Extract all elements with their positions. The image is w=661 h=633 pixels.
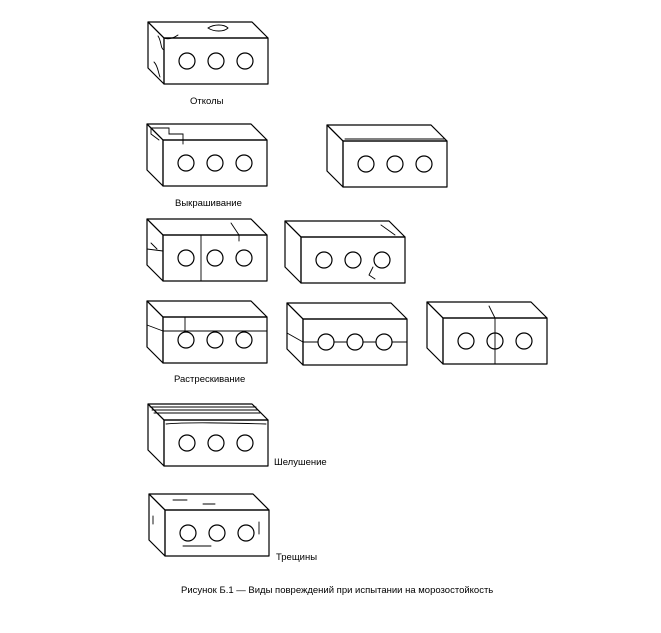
label-crumbling: Выкрашивание <box>175 198 242 209</box>
chip-mark <box>207 24 229 32</box>
label-cracking: Растрескивание <box>174 374 245 385</box>
brick-peeling <box>147 403 269 467</box>
crumble-mark <box>150 127 160 141</box>
crack-line <box>368 266 376 280</box>
brick-cracking-4 <box>286 302 408 366</box>
crumble-mark <box>150 127 184 145</box>
crack-line <box>380 224 396 236</box>
crack-line <box>150 242 158 250</box>
label-chips: Отколы <box>190 96 224 107</box>
peel-line <box>165 422 267 425</box>
brick-crumbling-2 <box>326 124 448 188</box>
brick-chips <box>147 21 269 85</box>
brick-cracking-5 <box>426 301 548 365</box>
chip-mark <box>157 35 165 51</box>
label-peeling: Шелушение <box>274 457 327 468</box>
brick-cracking-3 <box>146 300 268 364</box>
brick-cracks <box>148 493 270 557</box>
crack-line <box>230 222 240 242</box>
crack-line <box>146 248 164 252</box>
chip-mark <box>153 61 161 78</box>
brick-crumbling-1 <box>146 123 268 187</box>
crack-line <box>488 305 496 319</box>
brick-cracking-1 <box>146 218 268 282</box>
brick-cracking-2 <box>284 220 406 284</box>
label-cracks: Трещины <box>276 552 317 563</box>
crack-line <box>146 324 164 332</box>
chip-mark <box>163 34 179 40</box>
figure-caption: Рисунок Б.1 — Виды повреждений при испыт… <box>181 585 493 596</box>
crack-line <box>286 332 304 343</box>
